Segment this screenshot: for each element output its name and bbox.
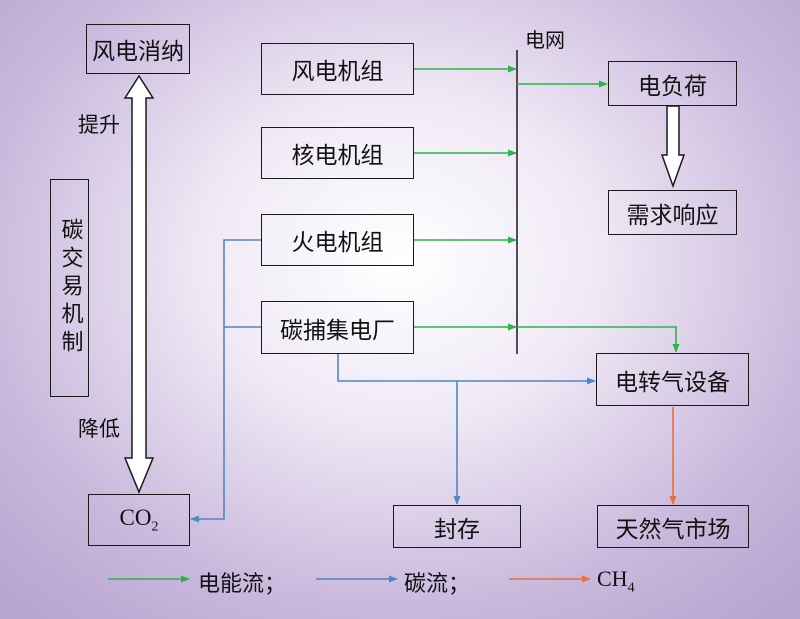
ccs-to-p2g-arrow [337,354,596,385]
grid-label: 电网 [525,28,565,52]
ccs-plant-box: 碳捕集电厂 [261,301,414,354]
demand-response-box: 需求响应 [608,190,737,235]
wind-consumption-box: 风电消纳 [86,24,190,74]
demand-response-label: 需求响应 [626,202,719,229]
legend-carbon-label: 碳流； [404,572,471,597]
gas-market-box: 天然气市场 [597,505,749,548]
thermal-unit-box: 火电机组 [261,214,414,266]
thermal-unit-label: 火电机组 [291,230,384,256]
legend-power-label: 电能流； [198,572,287,597]
carbon-trading-label: 碳交易机制 [57,218,83,358]
load-box: 电负荷 [608,61,737,106]
raise-label: 提升 [78,113,120,137]
p2g-box: 电转气设备 [596,353,749,406]
carbon-trading-box: 碳交易机制 [50,179,89,397]
legend-ch4-label: CH4 [597,566,635,596]
ccs-plant-label: 碳捕集电厂 [280,317,395,344]
co2-box: CO2 [88,494,190,546]
co2-label: CO2 [119,504,159,535]
wind-unit-box: 风电机组 [261,43,414,95]
storage-label: 封存 [434,516,480,543]
p2g-label: 电转气设备 [615,369,730,396]
gas-market-label: 天然气市场 [615,516,731,543]
wind-consumption-label: 风电消纳 [92,39,184,65]
double-arrow-icon [123,74,155,494]
wind-unit-label: 风电机组 [291,59,384,85]
nuclear-unit-box: 核电机组 [261,127,414,179]
grid-to-p2g-arrow [517,326,680,353]
load-label: 电负荷 [638,73,707,100]
storage-box: 封存 [393,505,521,548]
nuclear-unit-label: 核电机组 [291,143,384,169]
thermal-to-co2-arrow [190,239,261,523]
down-arrow-icon [660,105,686,189]
lower-label: 降低 [78,417,120,441]
